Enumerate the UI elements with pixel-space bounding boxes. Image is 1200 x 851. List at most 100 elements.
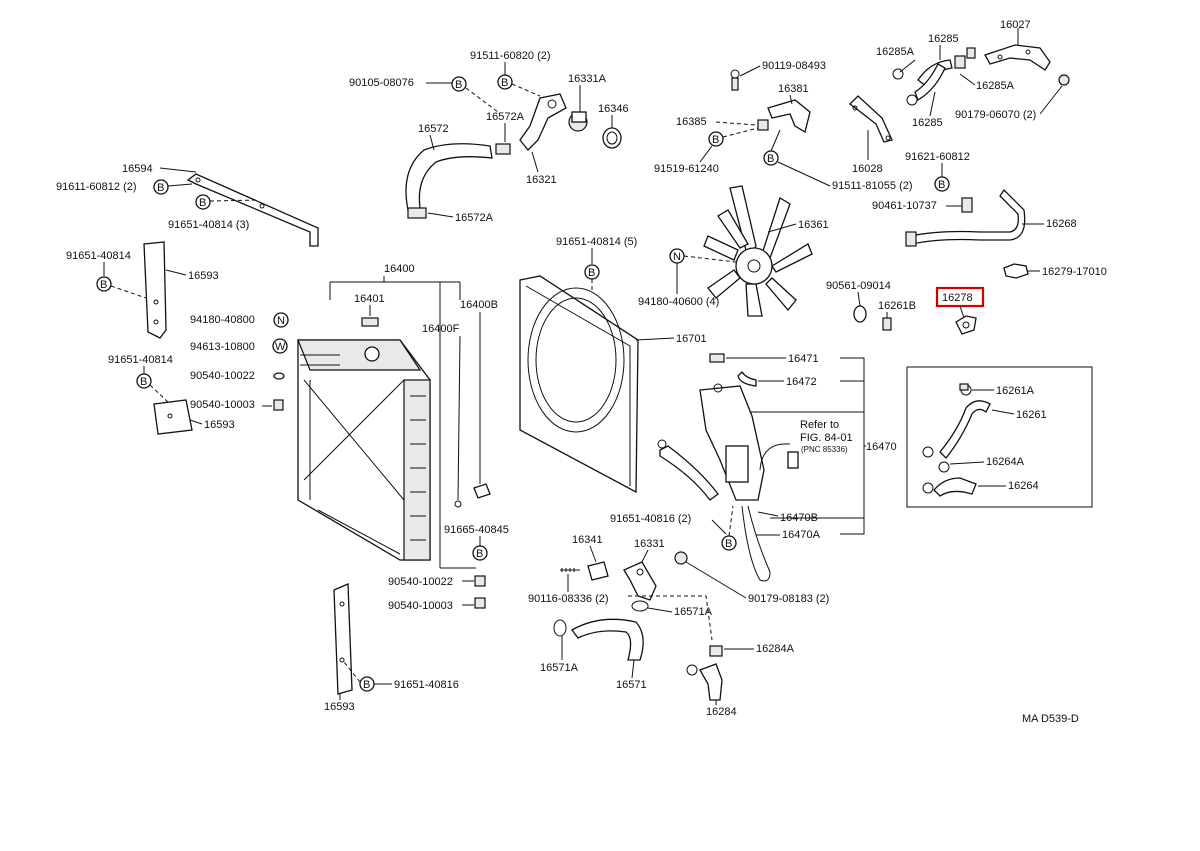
part-label: B — [476, 548, 483, 560]
drawing-stroke — [771, 243, 813, 273]
part-16278-fitting — [955, 315, 977, 335]
drawing-stroke — [892, 68, 904, 80]
part-16321-outlet — [519, 93, 567, 151]
drawing-stroke — [961, 197, 973, 213]
label-16321: 16321 — [526, 174, 557, 186]
part-16470A-hose — [741, 505, 771, 582]
label-refer-line1: Refer to — [800, 419, 839, 431]
drawing-stroke — [339, 657, 345, 663]
label-16400: 16400 — [384, 263, 415, 275]
part-16285-hose-bottom — [906, 63, 946, 106]
label-16264: 16264 — [1008, 480, 1039, 492]
part-90179-06070 — [1058, 74, 1070, 86]
leader-line — [628, 595, 713, 641]
drawing-stroke — [297, 339, 422, 371]
drawing-stroke — [259, 203, 265, 209]
symbol-b-91651-3 — [195, 194, 211, 210]
label-16572: 16572 — [418, 123, 449, 135]
drawing-stroke — [364, 346, 380, 362]
label-90179-06070: 90179-06070 (2) — [955, 109, 1036, 121]
label-90540-10003-left: 90540-10003 — [190, 399, 255, 411]
part-label: B — [767, 153, 774, 165]
part-label: B — [588, 267, 595, 279]
leader-line — [715, 121, 757, 126]
drawing-stroke — [454, 500, 462, 508]
leader-line — [991, 409, 1015, 415]
leader-line — [429, 134, 435, 151]
part-16346-gasket — [602, 127, 622, 149]
part-16268-pipe — [905, 188, 1026, 247]
label-16701: 16701 — [676, 333, 707, 345]
leader-line — [149, 384, 171, 405]
leader-line — [589, 545, 597, 563]
part-16571A-clamp-right — [631, 600, 649, 612]
drawing-stroke — [852, 105, 858, 111]
label-16285A-right: 16285A — [976, 80, 1015, 92]
label-16593-mid: 16593 — [204, 419, 235, 431]
part-label: N — [277, 315, 285, 327]
drawing-stroke — [535, 297, 617, 423]
leader-line — [511, 83, 541, 97]
leader-line — [929, 91, 936, 117]
part-16572-hose — [405, 143, 493, 211]
drawing-stroke — [765, 277, 797, 312]
leader-line — [728, 505, 734, 537]
leader-line — [465, 87, 499, 113]
leader-line — [722, 127, 759, 138]
drawing-stroke — [731, 77, 739, 91]
part-90540-10022-right — [474, 575, 486, 587]
label-91621-60812: 91621-60812 — [905, 151, 970, 163]
drawing-stroke — [636, 568, 644, 576]
drawing-stroke — [954, 55, 966, 69]
label-91651-40816-bottom: 91651-40816 — [394, 679, 459, 691]
drawing-stroke — [1025, 49, 1031, 55]
part-16331A-thermostat — [568, 111, 588, 132]
drawing-stroke — [745, 283, 763, 317]
drawing-stroke — [333, 583, 353, 695]
part-16471-cap — [709, 353, 725, 363]
part-90119-08493 — [730, 69, 740, 91]
label-91651-40814-3: 91651-40814 (3) — [168, 219, 249, 231]
leader-line — [635, 337, 675, 341]
drawing-stroke — [725, 445, 749, 483]
part-label: B — [100, 279, 107, 291]
drawing-stroke — [606, 131, 618, 145]
drawing-stroke — [997, 54, 1003, 60]
symbol-b-91519 — [708, 131, 724, 147]
drawing-stroke — [474, 575, 486, 587]
part-label: B — [157, 182, 164, 194]
drawing-stroke — [906, 94, 918, 106]
leader-line — [777, 161, 831, 187]
diagram-code: MA D539-D — [1022, 713, 1079, 725]
part-label: B — [938, 179, 945, 191]
label-16571A-right: 16571A — [674, 606, 713, 618]
leader-line — [770, 129, 781, 152]
drawing-stroke — [735, 247, 773, 285]
leader-line — [959, 73, 976, 86]
drawing-stroke — [767, 99, 811, 134]
part-16331-inlet — [623, 561, 657, 601]
drawing-stroke — [273, 372, 285, 380]
drawing-stroke — [405, 143, 493, 211]
label-16284: 16284 — [706, 706, 737, 718]
drawing-stroke — [707, 269, 741, 299]
label-16593-top: 16593 — [188, 270, 219, 282]
part-16571A-clamp-left — [553, 619, 567, 637]
drawing-stroke — [955, 315, 977, 335]
drawing-stroke — [759, 443, 791, 471]
part-16261-hose — [922, 400, 991, 459]
part-90561-09014 — [853, 305, 867, 323]
drawing-stroke — [730, 69, 740, 79]
label-refer-line3: (PNC 85336) — [801, 445, 848, 454]
leader-line — [685, 561, 747, 599]
part-label: B — [712, 134, 719, 146]
leader-line — [699, 145, 713, 163]
label-16361: 16361 — [798, 219, 829, 231]
symbol-b-91651-left — [96, 276, 112, 292]
drawing-stroke — [909, 188, 1026, 245]
symbol-b-91611 — [153, 179, 169, 195]
part-16279-17010 — [1003, 263, 1029, 279]
label-16264A: 16264A — [986, 456, 1025, 468]
part-16572A-clamp-top — [495, 143, 511, 155]
label-94613-10800: 94613-10800 — [190, 341, 255, 353]
